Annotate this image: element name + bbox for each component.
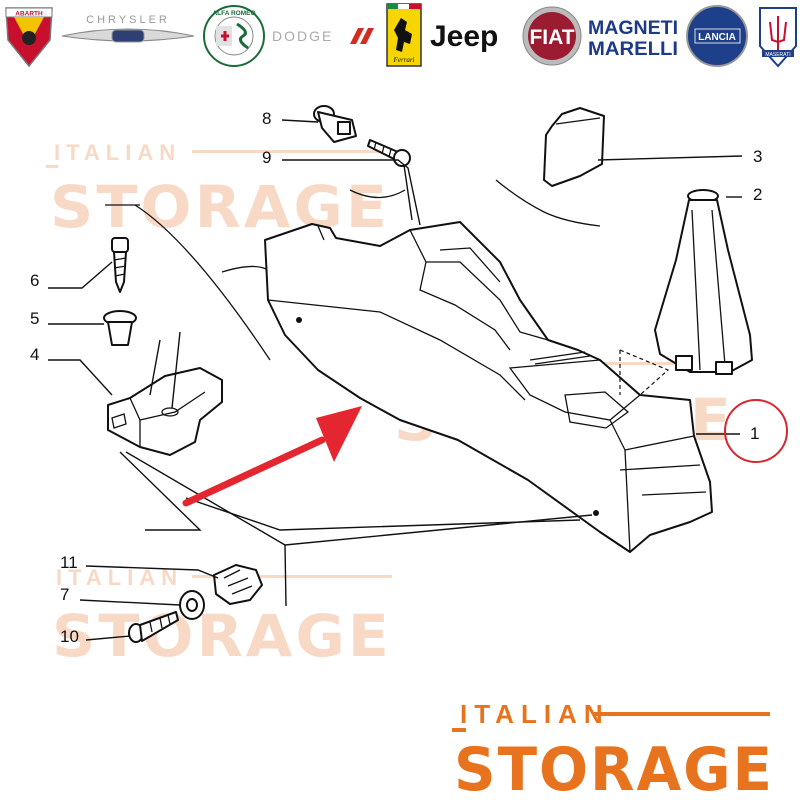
italian-storage-logo: ITALIAN STORAGE [452,699,774,800]
connector-line [119,451,202,531]
chrysler-logo: CHRYSLER [61,14,195,43]
console-bracket [107,367,223,456]
washer [179,590,205,620]
connector-line [185,497,581,531]
leader-line-9b [403,164,413,221]
marelli-logo-text: MARELLI [588,39,678,60]
part-label-6: 6 [30,271,39,290]
leader-line-3 [597,155,743,161]
connector-line [619,349,670,396]
chrysler-logo-text: CHRYSLER [86,14,170,26]
abarth-logo: ABARTH [5,7,53,68]
console-cover-cap [543,107,605,187]
leader-line-10 [85,635,131,641]
body-outline-line [495,179,601,227]
red-arrow [182,406,362,507]
self-tapping-screw [367,139,411,167]
lancia-logo-text: LANCIA [698,32,736,43]
connector-line [125,451,593,546]
body-outline-line [221,265,269,273]
ferrari-logo: Ferrari [386,3,422,67]
abarth-logo-text: ABARTH [15,11,43,18]
bottom-screw [128,611,179,643]
leader-line-11 [85,565,219,579]
watermark-middle: ITALIAN STORAGE [394,352,734,454]
leader-line-6 [48,261,113,289]
jeep-logo: Jeep [430,20,498,53]
alfa-romeo-logo: ALFA ROMEO [203,5,265,67]
maserati-logo-text: MASERATI [765,52,790,58]
watermark-small-text: ITALIAN [54,140,181,165]
watermark-big-text: STORAGE [394,386,734,454]
watermark-bottom: ITALIAN STORAGE [52,565,392,670]
gear-lever-boot [654,189,753,375]
body-outline-line [134,204,271,361]
connector-line [149,339,161,396]
part-label-9: 9 [262,148,271,167]
logo-small-text: ITALIAN [460,699,610,729]
connector-line [171,331,181,409]
nut-clip [213,564,263,605]
part-label-5: 5 [30,309,39,328]
lancia-logo: LANCIA [686,5,748,67]
part-label-10: 10 [60,627,79,646]
brand-logo-bar: ABARTH CHRYSLER ALFA ROMEO DODGE Ferrari… [5,3,797,68]
magneti-marelli-logo: MAGNETI MARELLI [588,18,678,60]
part-label-2: 2 [753,185,762,204]
ferrari-logo-text: Ferrari [393,56,415,64]
part-label-8: 8 [262,109,271,128]
part-label-1: 1 [750,424,759,443]
part-label-11: 11 [60,553,78,572]
part-label-7: 7 [60,585,69,604]
part-label-3: 3 [753,147,762,166]
magneti-logo-text: MAGNETI [588,18,678,39]
watermark-big-text: STORAGE [52,602,392,670]
plastic-clip [103,310,137,346]
watermark-small-text: ITALIAN [398,352,525,377]
highlight-circle [724,399,788,463]
alfa-romeo-logo-text: ALFA ROMEO [212,10,255,17]
center-console [264,221,713,553]
logo-big-text: STORAGE [454,735,774,800]
cap-plug [313,105,357,143]
leader-line-9 [282,159,421,226]
watermark-top: ITALIAN STORAGE [46,140,390,241]
dodge-logo-text: DODGE [272,28,333,44]
leader-line-7 [79,599,181,606]
watermark-small-text: ITALIAN [56,565,183,590]
maserati-logo: MASERATI [759,7,797,68]
leader-line-8 [281,119,319,123]
part-label-4: 4 [30,345,39,364]
fiat-logo-text: FIAT [529,26,574,49]
dodge-logo: DODGE [272,28,374,44]
watermark-big-text: STORAGE [50,173,390,241]
body-outline-line [349,189,406,199]
leader-line-4 [48,359,113,396]
console-screw [111,237,129,293]
connector-line [284,544,287,607]
fiat-logo: FIAT [522,6,582,66]
